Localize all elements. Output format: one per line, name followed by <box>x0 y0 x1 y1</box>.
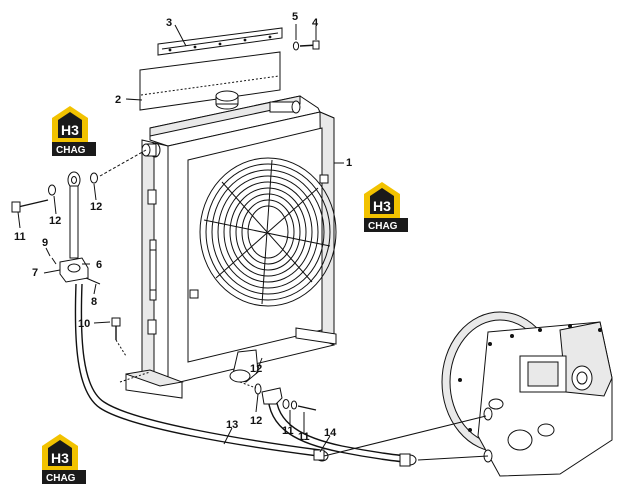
seal-plate <box>139 51 281 111</box>
svg-text:CHAG: CHAG <box>56 145 86 156</box>
callout-7: 7 <box>32 267 38 279</box>
radiator-base <box>119 327 337 399</box>
callout-10: 10 <box>78 318 90 330</box>
callout-labels: 1 2 3 4 5 6 7 8 9 10 11 12 12 11 12 13 1… <box>14 11 352 443</box>
svg-text:CHAG: CHAG <box>46 473 76 484</box>
callout-1: 1 <box>346 157 352 169</box>
callout-3: 3 <box>166 17 172 29</box>
callout-4: 4 <box>312 17 319 29</box>
callout-5: 5 <box>292 11 298 23</box>
svg-text:H3: H3 <box>373 198 391 214</box>
fan-guard-grille <box>189 157 337 307</box>
svg-text:H3: H3 <box>61 122 79 138</box>
callout-13: 13 <box>226 419 238 431</box>
watermark-logo-top-left: H3 CHAG <box>52 106 96 156</box>
hose-14 <box>239 381 417 467</box>
watermark-logo-mid-right: H3 CHAG <box>364 182 408 232</box>
callout-12-lower-b: 11 <box>282 425 294 437</box>
watermark-logo-bottom-left: H3 CHAG <box>42 434 86 484</box>
callout-9: 9 <box>42 237 48 249</box>
callout-14: 14 <box>324 427 337 439</box>
leader-lines <box>17 24 344 453</box>
callout-2: 2 <box>115 94 121 106</box>
bolt-10 <box>111 317 127 357</box>
callout-12-mid: 12 <box>250 363 262 375</box>
bolt-4 <box>299 40 320 50</box>
callout-12-left: 12 <box>49 215 61 227</box>
callout-11-left: 11 <box>14 231 26 243</box>
top-cover-strip <box>157 27 283 56</box>
washer-5 <box>292 41 300 51</box>
support-rod-assembly <box>11 149 147 285</box>
svg-text:H3: H3 <box>51 450 69 466</box>
callout-12-top: 12 <box>90 201 102 213</box>
callout-12-lower-a: 12 <box>250 415 262 427</box>
callout-8: 8 <box>91 296 97 308</box>
callout-6: 6 <box>96 259 102 271</box>
hose-13 <box>74 283 329 462</box>
transmission-housing <box>323 311 613 477</box>
svg-text:CHAG: CHAG <box>368 221 398 232</box>
radiator-core <box>141 90 335 389</box>
callout-11-lower: 11 <box>298 431 310 443</box>
